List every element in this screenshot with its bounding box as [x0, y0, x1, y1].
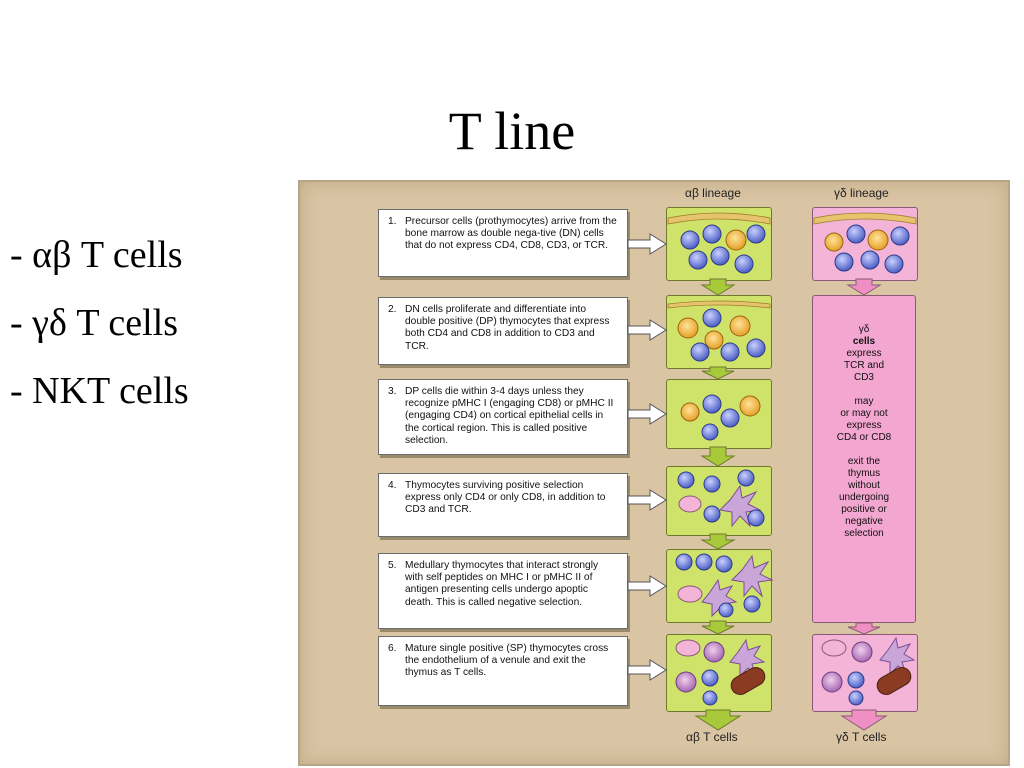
- step-3-panel: 3. DP cells die within 3-4 days unless t…: [378, 379, 628, 455]
- step-1-panel: 1. Precursor cells (prothymocytes) arriv…: [378, 209, 628, 277]
- ab-flow-arrow-1: [700, 278, 736, 296]
- stage-1-cells: [667, 212, 771, 274]
- gd-text-l12: without: [848, 480, 880, 491]
- arrow-step-1: [627, 233, 667, 255]
- stage-4-cells: [677, 469, 765, 528]
- gd-text-l6: may: [854, 396, 874, 407]
- arrow-step-4: [627, 489, 667, 511]
- ab-output-arrow: [694, 709, 742, 731]
- thymocyte-development-figure: αβ lineage γδ lineage 1. Precursor cells…: [298, 180, 1010, 766]
- gd-flow-arrow-mid: [847, 622, 881, 635]
- slide-title: T line: [448, 101, 576, 161]
- ab-flow-arrow-2: [701, 366, 735, 380]
- step-6-text: Mature single positive (SP) thymocytes c…: [405, 643, 609, 679]
- gd-text-l10: exit the: [847, 456, 881, 467]
- gd-flow-arrows: [840, 278, 888, 731]
- gd-text-l2: cells: [852, 336, 876, 347]
- gd-text-l8: express: [846, 420, 882, 431]
- gd-output-label: γδ T cells: [836, 730, 887, 744]
- gd-text-l13: undergoing: [838, 492, 890, 503]
- gd-text-l1: γδ: [858, 324, 870, 335]
- ab-flow-arrow-3: [700, 446, 736, 467]
- step-4-text: Thymocytes surviving positive selection …: [405, 480, 606, 516]
- bullet-gd-t-cells: - γδ T cells: [10, 302, 179, 344]
- step-1-number: 1.: [388, 216, 397, 227]
- bullet-ab-t-cells: - αβ T cells: [10, 234, 183, 276]
- step-2-number: 2.: [388, 304, 397, 315]
- stage-2-cells: [667, 300, 771, 362]
- step-6-panel: 6. Mature single positive (SP) thymocyte…: [378, 636, 628, 706]
- step-3-number: 3.: [388, 386, 397, 397]
- stage-5-cells: [675, 553, 774, 618]
- ab-output-label: αβ T cells: [686, 730, 738, 744]
- step-4-panel: 4. Thymocytes surviving positive selecti…: [378, 473, 628, 537]
- gd-text-l3: express: [846, 348, 882, 359]
- gd-stage-bottom-cells: [821, 636, 916, 706]
- ab-lineage-heading: αβ lineage: [685, 186, 741, 200]
- arrow-step-6: [627, 659, 667, 681]
- stage-3-cells: [680, 394, 761, 441]
- step-5-number: 5.: [388, 560, 397, 571]
- gd-flow-arrow-top: [846, 278, 882, 296]
- ab-flow-arrow-4: [700, 533, 736, 550]
- step-2-text: DN cells proliferate and differentiate i…: [405, 304, 610, 352]
- gd-text-l14: positive or: [841, 504, 887, 515]
- arrow-step-3: [627, 403, 667, 425]
- connector-arrows: [627, 233, 667, 681]
- step-1-text: Precursor cells (prothymocytes) arrive f…: [405, 216, 617, 252]
- gd-text-l4: TCR and: [843, 360, 884, 371]
- arrow-step-2: [627, 319, 667, 341]
- gd-output-arrow: [840, 709, 888, 731]
- gd-text-l9: CD4 or CD8: [836, 432, 892, 443]
- bullet-list: - αβ T cells - γδ T cells - NKT cells: [10, 225, 189, 429]
- gd-text-l16: selection: [844, 528, 884, 539]
- gd-description-box: γδ cells express TCR and CD3 may or may …: [812, 295, 916, 623]
- gd-text-l5: CD3: [853, 372, 874, 383]
- gd-text-l7: or may not: [840, 408, 888, 419]
- step-4-number: 4.: [388, 480, 397, 491]
- flow-arrows: [694, 278, 742, 731]
- step-6-number: 6.: [388, 643, 397, 654]
- bullet-nkt-cells: - NKT cells: [10, 370, 189, 412]
- gd-lineage-heading: γδ lineage: [834, 186, 889, 200]
- stage-6-cells: [675, 638, 766, 706]
- step-3-text: DP cells die within 3-4 days unless they…: [405, 386, 614, 446]
- step-5-text: Medullary thymocytes that interact stron…: [405, 560, 599, 608]
- arrow-step-5: [627, 575, 667, 597]
- gd-text-l11: thymus: [847, 468, 881, 479]
- gd-stage-top-cells: [813, 212, 917, 274]
- gd-text-l15: negative: [845, 516, 883, 527]
- step-5-panel: 5. Medullary thymocytes that interact st…: [378, 553, 628, 629]
- cell-illustrations: [627, 212, 917, 731]
- ab-flow-arrow-5: [701, 620, 735, 635]
